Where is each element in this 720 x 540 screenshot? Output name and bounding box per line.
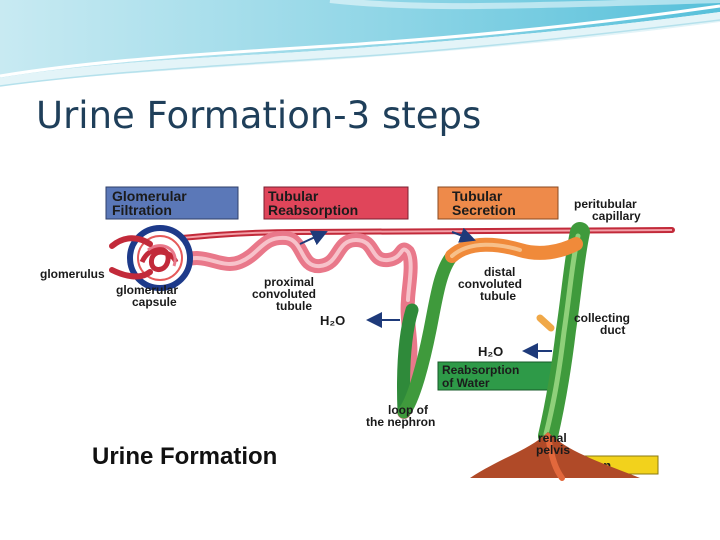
filtration-label-line2: Filtration — [112, 202, 172, 218]
secretion-label-line2: Secretion — [452, 202, 516, 218]
renal-pelvis — [470, 432, 640, 478]
proximal-label-line1: proximal — [264, 275, 314, 289]
capsule-label-line2: capsule — [132, 295, 177, 309]
header-swoosh-banner — [0, 0, 720, 87]
distal-label-line1: distal — [484, 265, 515, 279]
h2o-label-right: H₂O — [478, 344, 503, 359]
reabsorption-box — [263, 186, 409, 220]
glomerulus-capsule — [109, 225, 193, 291]
capsule-label-line1: glomerular — [116, 283, 178, 297]
proximal-label-line3: tubule — [276, 299, 312, 313]
pelvis-label-line1: renal — [538, 431, 567, 445]
proximal-label-line2: convoluted — [252, 287, 316, 301]
renal-tubule — [173, 230, 418, 419]
reabsorption-label-line2: Reabsorption — [268, 202, 358, 218]
glomerulus-label: glomerulus — [40, 267, 105, 281]
distal-label-line2: convoluted — [458, 277, 522, 291]
loop-label-line1: loop of — [388, 403, 429, 417]
loop-label-line2: the nephron — [366, 415, 435, 429]
secretion-arrow — [451, 227, 476, 243]
diagram-title: Urine Formation — [92, 443, 277, 470]
reabsorption-arrow — [299, 230, 328, 246]
water-label-line2: of Water — [442, 376, 490, 390]
reabsorption-label-line1: Tubular — [268, 188, 319, 204]
secretion-box — [437, 186, 559, 220]
h2o-label-left: H₂O — [320, 313, 345, 328]
collecting-label-line1: collecting — [574, 311, 630, 325]
filtration-box — [105, 186, 239, 220]
collecting-label-line2: duct — [600, 323, 625, 337]
peritubular-label-line1: peritubular — [574, 197, 637, 211]
secretion-label-line1: Tubular — [452, 188, 503, 204]
water-label-line1: Reabsorption — [442, 363, 519, 377]
filtration-label-line1: Glomerular — [112, 188, 187, 204]
pelvis-label-line2: pelvis — [536, 443, 570, 457]
slide-title: Urine Formation-3 steps — [36, 94, 482, 137]
peritubular-label-line2: capillary — [592, 209, 641, 223]
distal-label-line3: tubule — [480, 289, 516, 303]
nephron-diagram: Glomerular Filtration Tubular Reabsorpti… — [38, 174, 690, 486]
